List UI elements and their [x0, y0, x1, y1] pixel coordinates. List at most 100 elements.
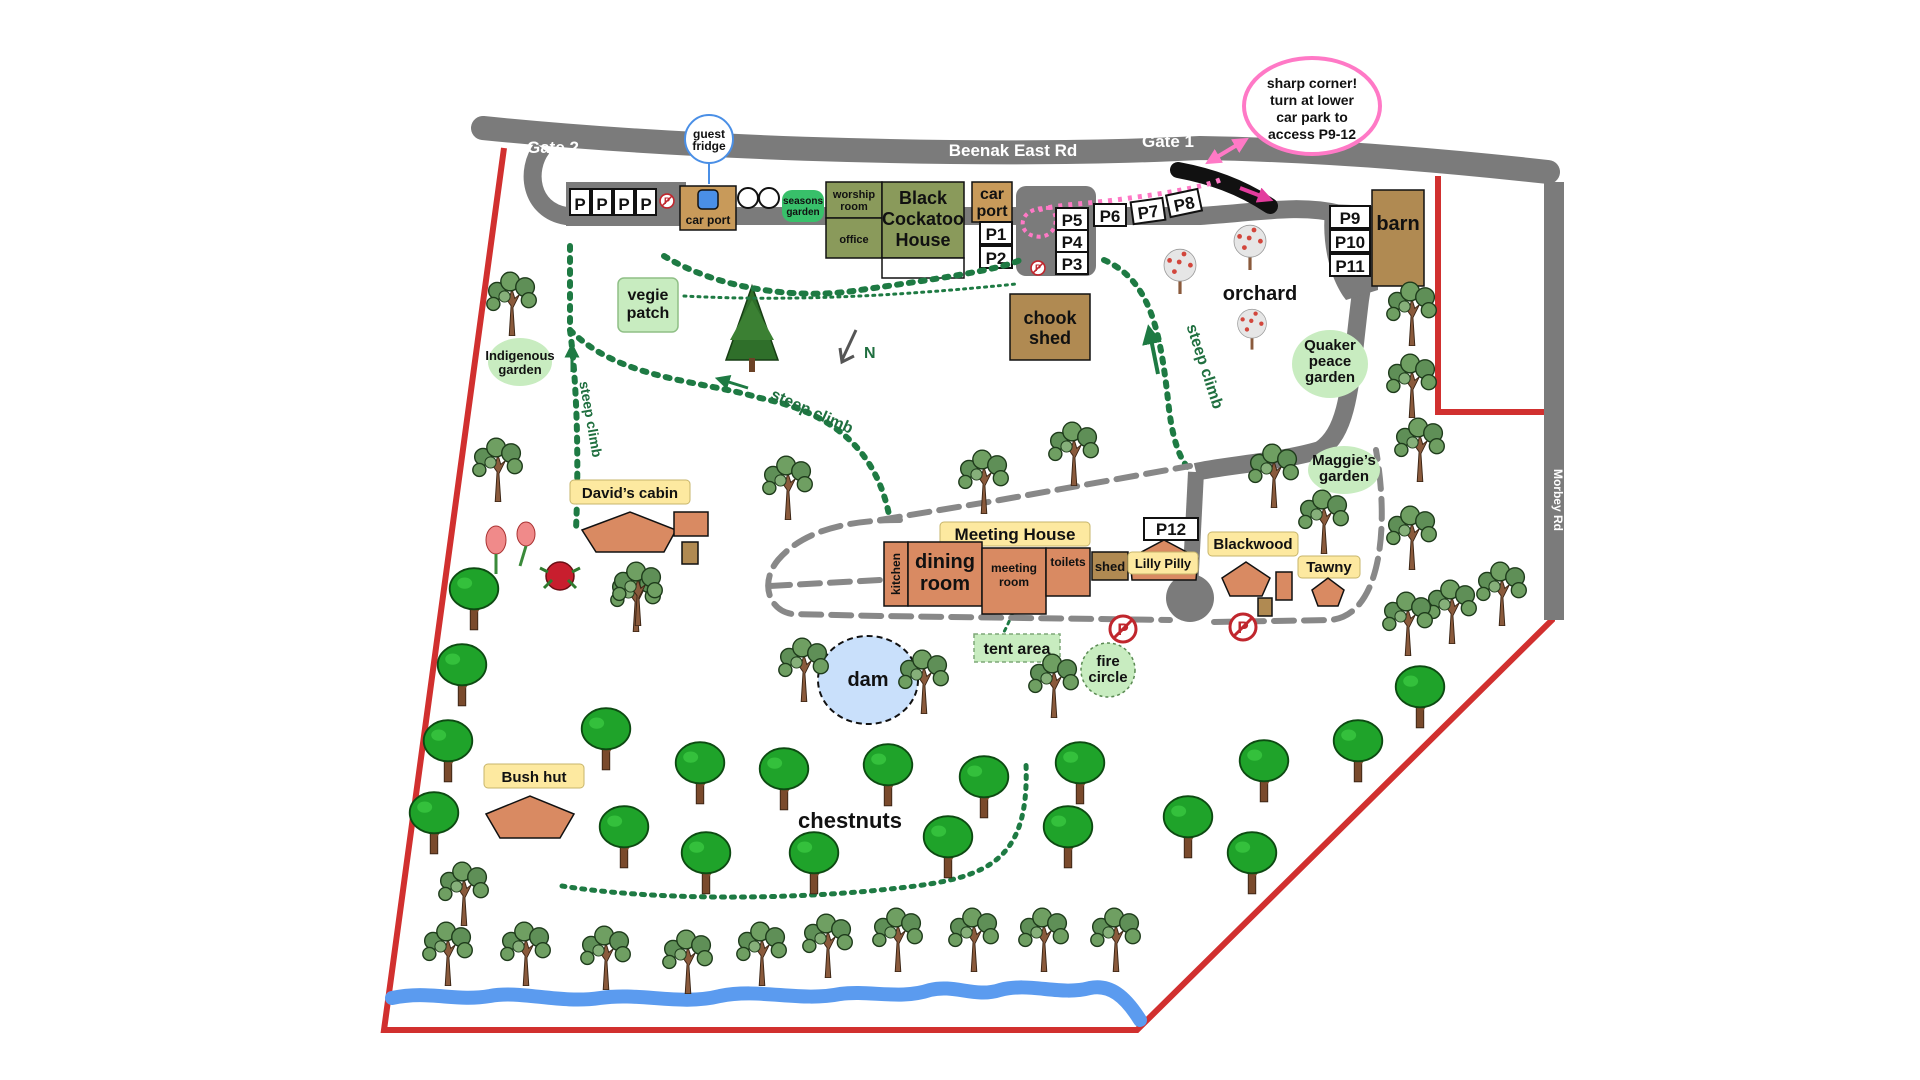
gum-tree-icon — [438, 861, 489, 926]
gum-tree-icon — [1386, 353, 1437, 418]
gum-tree-icon — [1090, 907, 1141, 972]
bush-hut-label-box — [483, 763, 585, 789]
gum-tree-icon — [762, 455, 813, 520]
black-cockatoo-house — [881, 181, 965, 259]
parking-p9: P9 — [1340, 209, 1361, 228]
tree-icon — [922, 814, 974, 880]
parking-p5: P5 — [1062, 211, 1083, 230]
steep-climb-label: steep climb — [576, 380, 605, 459]
office-label: office — [839, 234, 868, 246]
dining-room-line-1: dining — [915, 551, 975, 573]
fire-circle-line-2: circle — [1088, 669, 1127, 686]
shed-label: shed — [1095, 559, 1125, 574]
tree-icon — [1332, 718, 1384, 784]
verandah — [881, 257, 965, 279]
shed — [1091, 551, 1129, 581]
steep-climb-arrow — [714, 375, 749, 390]
parking-p12: P12 — [1156, 520, 1186, 539]
callout-arrow — [1205, 137, 1249, 165]
indigenous-garden — [488, 338, 552, 386]
parking-p1: P1 — [986, 225, 1007, 244]
guest-fridge-line-2: fridge — [692, 139, 726, 153]
kitchen-label: kitchen — [889, 553, 903, 595]
maggies-garden-line-2: garden — [1319, 468, 1369, 485]
tree-icon — [680, 830, 732, 896]
tree-icon — [408, 790, 460, 856]
car-port-2-line-1: car — [980, 186, 1004, 203]
davids-cabin-label: David’s cabin — [582, 485, 678, 502]
parking-p3: P3 — [1062, 255, 1083, 274]
chook-shed-line-1: chook — [1023, 308, 1077, 328]
pine-tree-icon — [724, 283, 780, 372]
steep-climb-arrow — [1142, 324, 1162, 375]
barn — [1371, 189, 1425, 287]
tree-icon — [422, 718, 474, 784]
callout-line-3: car park to — [1276, 109, 1348, 125]
quaker-garden-line-2: peace — [1309, 353, 1352, 370]
worship-room-line-1: worship — [832, 189, 875, 201]
parking-p8: P8 — [1172, 193, 1196, 216]
north-arrow — [840, 329, 858, 361]
tree-icon — [1226, 830, 1278, 896]
steep-climb-label: steep climb — [768, 386, 856, 437]
callout-line-2: turn at lower — [1270, 92, 1355, 108]
fruit-tree-icon — [1236, 308, 1268, 350]
parking-stall-p: P — [618, 195, 629, 214]
tree-icon — [598, 804, 650, 870]
corner-arrow — [1239, 186, 1274, 203]
gum-tree-icon — [1386, 281, 1437, 346]
no-parking-icon — [1228, 612, 1258, 642]
parking-p11: P11 — [1335, 257, 1364, 276]
gum-tree-icon — [1298, 489, 1349, 554]
quaker-peace-garden — [1292, 330, 1368, 398]
cabin-shed — [681, 541, 699, 565]
quaker-garden-line-1: Quaker — [1304, 337, 1356, 354]
waratah-flower-icon — [539, 561, 581, 591]
parking-p10: P10 — [1335, 233, 1365, 252]
tree-icon — [1054, 740, 1106, 806]
tree-icon — [1162, 794, 1214, 860]
waratah-flower-icon — [485, 521, 536, 574]
water-tank-1 — [737, 187, 759, 209]
parking-p4: P4 — [1062, 233, 1083, 252]
maggies-garden — [1308, 446, 1380, 494]
gum-tree-icon — [1028, 653, 1079, 718]
gum-tree-icon — [500, 921, 551, 986]
tree-icon — [1238, 738, 1290, 804]
toilets — [1045, 547, 1091, 597]
worship-room-line-2: room — [840, 201, 868, 213]
meeting-room-line-1: meeting — [991, 561, 1037, 575]
gum-tree-icon — [422, 921, 473, 986]
parking-p6: P6 — [1100, 207, 1121, 226]
parking-p2: P2 — [986, 249, 1007, 268]
morbey-rd — [1544, 182, 1564, 620]
cabin-annex — [673, 511, 709, 537]
gum-tree-icon — [580, 925, 631, 990]
parking-stall-p: P — [596, 195, 607, 214]
office — [825, 217, 883, 259]
indigenous-garden-line-1: Indigenous — [485, 348, 554, 363]
meeting-room-line-2: room — [999, 575, 1029, 589]
barn-parking-stalls: P9 P10 P11 — [1329, 205, 1371, 277]
tree-icon — [862, 742, 914, 808]
blackwood-label: Blackwood — [1213, 536, 1292, 553]
vegie-patch-line-2: patch — [627, 305, 670, 322]
car-port-2-line-2: port — [976, 203, 1008, 220]
gum-tree-icon — [1386, 505, 1437, 570]
fruit-tree-icon — [1163, 248, 1197, 294]
road-label-morbey: Morbey Rd — [1551, 469, 1565, 531]
chook-shed — [1009, 293, 1091, 361]
no-parking-icon — [1108, 614, 1138, 644]
guest-fridge-line-1: guest — [693, 127, 725, 141]
gum-tree-icon — [802, 913, 853, 978]
tree-icon — [1042, 804, 1094, 870]
gate-1-label: Gate 1 — [1142, 132, 1194, 151]
gum-tree-icon — [948, 907, 999, 972]
barn-label: barn — [1376, 213, 1419, 235]
maggies-garden-line-1: Maggie’s — [1312, 452, 1376, 469]
parking-stall-p: P — [640, 195, 651, 214]
parking-stall-p: P — [574, 195, 585, 214]
vegie-patch — [617, 277, 679, 333]
gum-tree-icon — [1382, 591, 1433, 656]
